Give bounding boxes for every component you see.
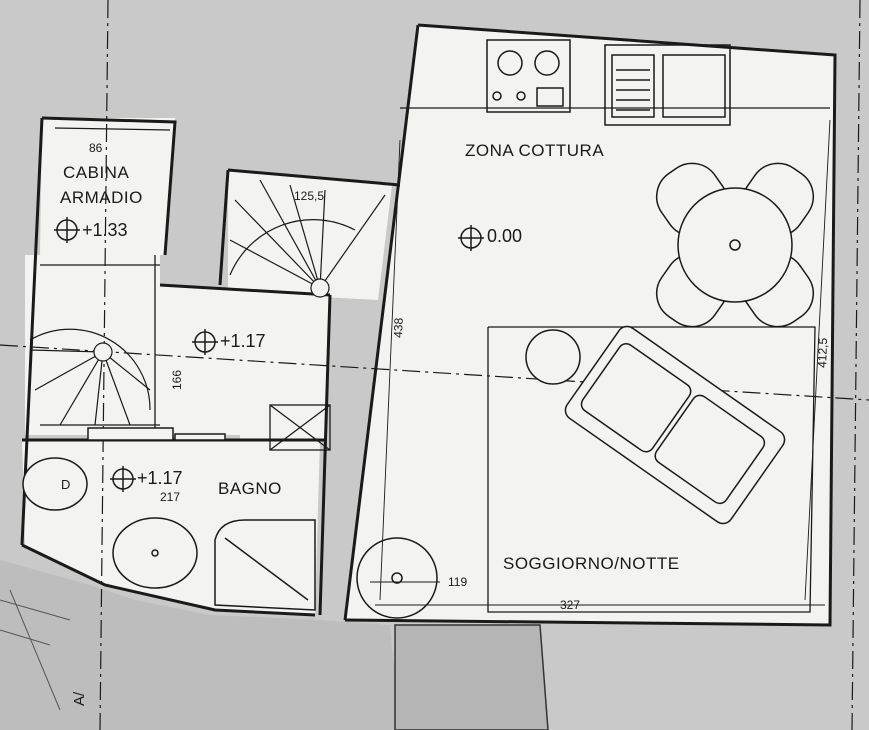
round-table	[356, 537, 438, 619]
room-label-cabina: CABINA	[63, 163, 129, 182]
room-label-soggiorno: SOGGIORNO/NOTTE	[503, 554, 680, 573]
level-label-cabina: +1.33	[82, 220, 128, 240]
dim-room-height: 438	[391, 317, 406, 338]
hob	[486, 39, 571, 113]
level-markers	[54, 217, 484, 492]
dim-cabina-width: 86	[89, 141, 103, 155]
level-label-bagno: +1.17	[137, 468, 183, 488]
shower	[214, 519, 316, 611]
walls	[20, 23, 837, 627]
dim-round-table: 119	[448, 575, 467, 589]
dining-table	[655, 162, 815, 328]
sofa	[525, 325, 786, 525]
room-label-bagno: BAGNO	[218, 479, 282, 498]
entrance-symbol: A/	[71, 691, 88, 706]
dim-bath-width: 217	[160, 490, 180, 504]
wc	[22, 457, 88, 511]
room-label-zona-cottura: ZONA COTTURA	[465, 141, 604, 160]
inner-lines	[40, 107, 830, 613]
stairs-upper	[229, 179, 386, 298]
stairs-lower	[29, 328, 151, 426]
room-label-armadio: ARMADIO	[60, 188, 143, 207]
dim-living-width: 327	[560, 598, 580, 612]
sink	[604, 44, 731, 126]
level-label-zona: 0.00	[487, 226, 522, 246]
bathroom-fixtures	[22, 427, 316, 611]
level-label-corridoio: +1.17	[220, 331, 266, 351]
dim-corridor-height: 166	[170, 370, 184, 390]
dimension-lines	[370, 119, 831, 606]
dim-stair-width: 125,5	[294, 189, 324, 203]
wc-symbol: D	[61, 477, 70, 492]
dim-table-zone: 412,5	[815, 337, 830, 368]
kitchen-counter	[486, 39, 731, 126]
